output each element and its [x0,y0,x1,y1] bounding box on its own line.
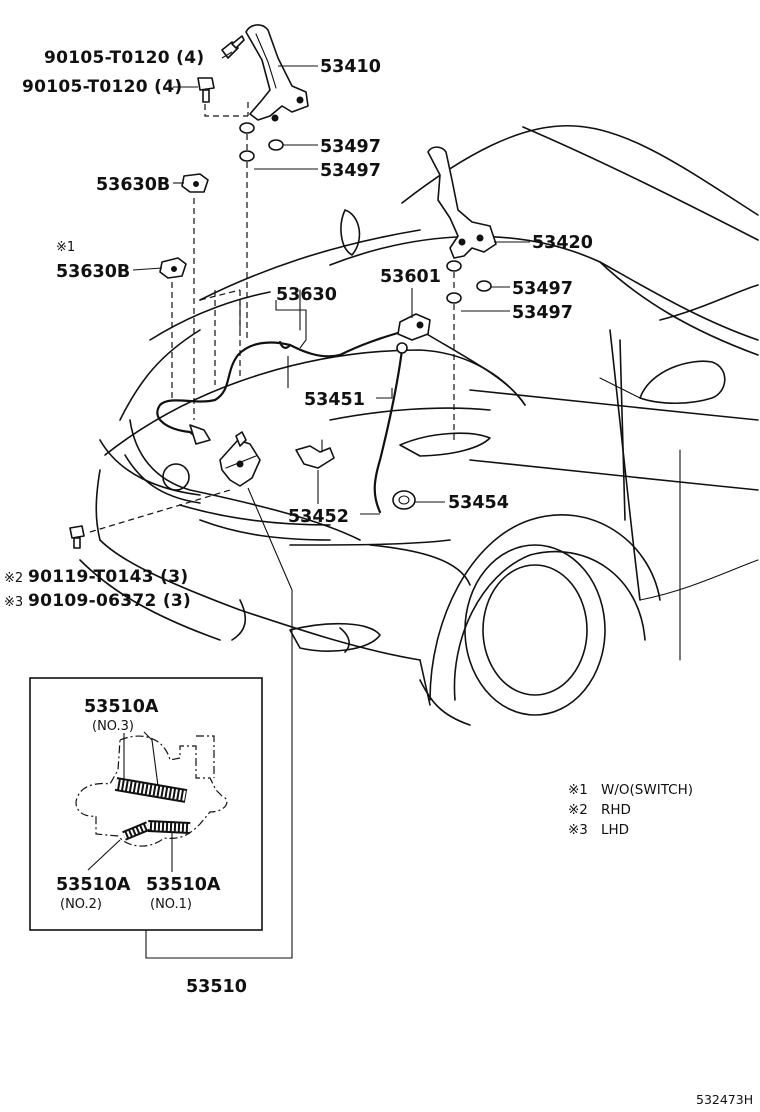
washer-right-2[interactable] [476,280,492,292]
label-spring-no3-code: 53510A [84,697,159,717]
legend-mark-2: ※2 [568,802,588,818]
label-clamp-upper: 53630B [96,175,170,195]
rod-holder-upper[interactable] [397,313,431,341]
bolt-upper[interactable] [221,35,245,59]
hood-cushion[interactable] [392,490,416,510]
label-screw-lhd: 90109-06372 (3) [28,591,191,611]
rod-holder-lower[interactable] [295,439,335,469]
hood-lock-assembly[interactable] [219,431,261,487]
bolt-lower[interactable] [197,77,215,103]
spring-no1[interactable] [147,820,191,834]
washer-left-3[interactable] [239,150,255,162]
label-washer-l2: 53497 [320,161,381,181]
label-spring-no1-sub: (NO.1) [150,897,192,912]
label-screw-rhd: 90119-T0143 (3) [28,567,188,587]
label-cushion: 53454 [448,493,509,513]
label-hinge-left: 53410 [320,57,381,77]
label-rod-holder-lower: 53452 [288,507,349,527]
legend: ※1 W/O(SWITCH) ※2 RHD ※3 LHD [568,782,693,838]
legend-text-1: W/O(SWITCH) [601,782,693,798]
inset-springs [29,677,263,931]
label-rod-holder-upper: 53601 [380,267,441,287]
spring-no2[interactable] [122,821,150,841]
washer-left-2[interactable] [268,139,284,151]
label-washer-r2: 53497 [512,303,573,323]
label-clamp-lower-mark: ※1 [56,240,75,255]
label-spring-no3-sub: (NO.3) [92,719,134,734]
label-clamp-lower: 53630B [56,262,130,282]
dashed-reference-lines [89,102,455,533]
label-cable: 53630 [276,285,337,305]
car-body-outline [79,124,759,726]
label-spring-no1-code: 53510A [146,875,221,895]
leader-lines [132,51,530,959]
clamp-lower[interactable] [159,257,187,279]
label-spring-no2-sub: (NO.2) [60,897,102,912]
release-cable[interactable] [156,328,410,445]
label-screw-rhd-mark: ※2 [4,571,23,586]
label-lock-assy: 53510 [186,977,247,997]
label-washer-l1: 53497 [320,137,381,157]
spring-no3[interactable] [114,777,188,803]
label-bolt-upper: 90105-T0120 (4) [44,48,204,68]
washer-right-3[interactable] [446,292,462,304]
illustration-ref-code: 532473H [696,1092,753,1107]
label-washer-r1: 53497 [512,279,573,299]
label-support-rod: 53451 [304,390,365,410]
label-spring-no2-code: 53510A [56,875,131,895]
legend-mark-3: ※3 [568,822,588,838]
screw[interactable] [69,525,85,549]
hood-hinge-right[interactable] [427,146,497,259]
label-hinge-right: 53420 [532,233,593,253]
hood-hinge-left[interactable] [245,24,309,122]
legend-mark-1: ※1 [568,782,588,798]
clamp-upper[interactable] [181,173,209,193]
label-bolt-lower: 90105-T0120 (4) [22,77,182,97]
label-screw-lhd-mark: ※3 [4,595,23,610]
legend-text-3: LHD [601,822,629,838]
washer-left-1[interactable] [239,122,255,134]
hood-support-rod[interactable] [373,342,408,514]
washer-right-1[interactable] [446,260,462,272]
legend-text-2: RHD [601,802,631,818]
